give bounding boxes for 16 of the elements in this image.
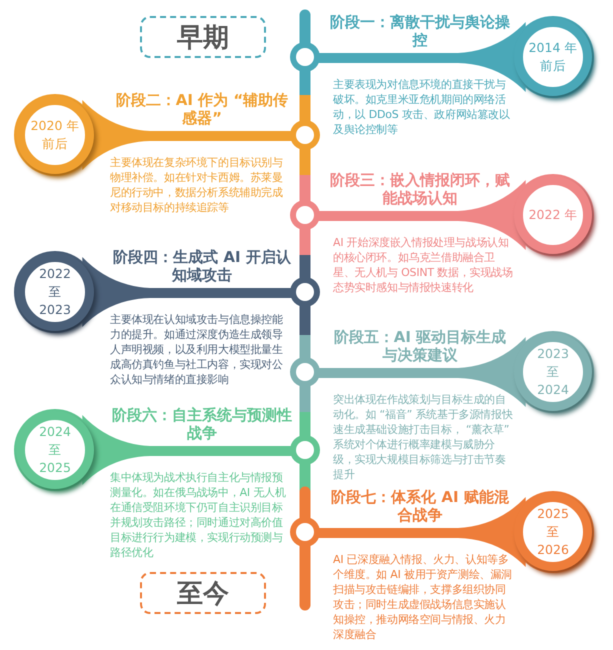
stage-title: 阶段五：AI 驱动目标生成与决策建议: [332, 328, 508, 364]
stage-description: 主要体现在复杂环境下的目标识别与物理补偿。如在针对卡西姆。苏莱曼尼的行动中，数据分析系统辅助完成对移动目标的持续追踪等: [110, 155, 284, 215]
stage-description: AI 已深度融入情报、火力、认知等多个维度。如 AI 被用于资产测绘、漏洞扫描与攻击链编排，支撑多组织协同攻击；同时生成虚假战场信息实施认知操控，推动网络空间与情报、火力深度融合: [333, 552, 513, 642]
stage-description: 集中体现为战术执行自主化与情报预测量化。如在俄乌战场中，AI 无人机在通信受阻环境下仍可自主识别目标并规划攻击路径；同时通过对高价值目标进行行为建模，实现行动预测与路径优化: [110, 470, 287, 560]
stage-description: 主要体现在认知域攻击与信息操控能力的提升。如通过深度伪造生成领导人声明视频，以及利用大模型批量生成高仿真钓鱼与社工内容，实现对公众认知与情绪的直接影响: [110, 312, 284, 387]
stage-title: 阶段三：嵌入情报闭环，赋能战场认知: [330, 171, 510, 207]
stage-description: AI 开始深度嵌入情报处理与战场认知的核心闭环。如乌克兰借助融合卫星、无人机与 OSINT 数据，实现战场态势实时感知与情报快速转化: [333, 235, 513, 295]
stage-title: 阶段二：AI 作为 “辅助传感器”: [114, 91, 290, 127]
stage-description: 突出体现在作战策划与目标生成的自动化。如 “福音” 系统基于多源情报快速生成基础设施打击目标， “薰衣草” 系统对个体进行概率建模与威胁分级，实现大规模目标筛选与打击节奏提升: [333, 392, 513, 482]
period-box: 至今: [140, 572, 266, 614]
period-box: 早期: [140, 16, 266, 58]
stage-title: 阶段七：体系化 AI 赋能混合战争: [330, 488, 510, 524]
stage-title: 阶段四：生成式 AI 开启认知域攻击: [112, 248, 292, 284]
stage-title: 阶段六：自主系统与预测性战争: [112, 406, 292, 442]
stage-title: 阶段一：离散干扰与舆论操控: [330, 13, 510, 49]
stage-description: 主要表现为对信息环境的直接干扰与破坏。如克里米亚危机期间的网络活动，以 DDoS 攻击、政府网站篡改以及舆论控制等: [333, 77, 511, 137]
